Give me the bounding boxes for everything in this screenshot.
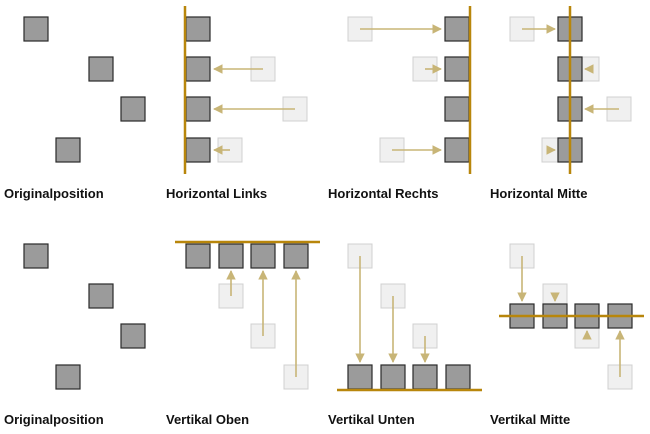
caption-horizontal-rechts: Horizontal Rechts [328, 186, 439, 201]
aligned-box [347, 364, 373, 390]
caption-vertikal-mitte: Vertikal Mitte [490, 412, 571, 427]
aligned-box [120, 323, 146, 349]
aligned-box [283, 243, 309, 269]
aligned-box [218, 243, 244, 269]
aligned-box [444, 137, 470, 163]
aligned-box [55, 137, 81, 163]
aligned-box [250, 243, 276, 269]
aligned-box [185, 96, 211, 122]
caption-original-top: Originalposition [4, 186, 104, 201]
aligned-box [444, 16, 470, 42]
caption-original-bottom: Originalposition [4, 412, 104, 427]
aligned-box [88, 56, 114, 82]
aligned-box [380, 364, 406, 390]
aligned-box [444, 56, 470, 82]
aligned-box [120, 96, 146, 122]
aligned-box [23, 243, 49, 269]
aligned-box [444, 96, 470, 122]
caption-horizontal-mitte: Horizontal Mitte [490, 186, 588, 201]
aligned-box [412, 364, 438, 390]
caption-vertikal-unten: Vertikal Unten [328, 412, 415, 427]
aligned-box [185, 56, 211, 82]
aligned-box [88, 283, 114, 309]
aligned-box [445, 364, 471, 390]
aligned-box [55, 364, 81, 390]
aligned-box [185, 16, 211, 42]
aligned-box [185, 243, 211, 269]
caption-vertikal-oben: Vertikal Oben [166, 412, 250, 427]
aligned-box [185, 137, 211, 163]
aligned-box [23, 16, 49, 42]
caption-horizontal-links: Horizontal Links [166, 186, 268, 201]
